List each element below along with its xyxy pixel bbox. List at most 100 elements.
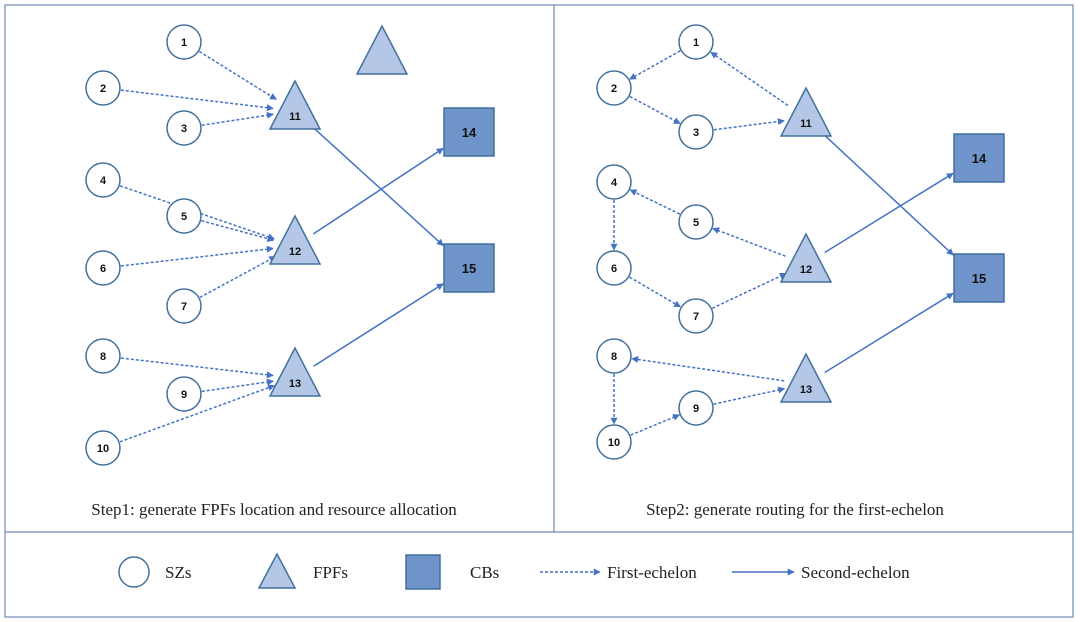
fpf-node-unused — [355, 24, 409, 75]
sz-node-4: 4 — [85, 162, 121, 198]
legend-cb-square-icon — [405, 554, 441, 590]
sz-node-10: 10 — [85, 430, 121, 466]
legend-fpf-label: FPFs — [313, 563, 348, 582]
legend-fpf-triangle-icon — [257, 552, 297, 589]
node-label: 12 — [800, 264, 812, 276]
sz-node-7: 7 — [678, 298, 714, 334]
sz-circle-icon — [596, 424, 632, 460]
sz-circle-icon — [678, 114, 714, 150]
legend-second-echelon-label: Second-echelon — [801, 563, 910, 582]
node-label: 13 — [800, 384, 812, 396]
first-echelon-edge-7-12 — [199, 255, 277, 299]
fpf-node-13: 13 — [268, 346, 322, 397]
sz-circle-icon — [85, 250, 121, 286]
node-label: 15 — [972, 271, 986, 286]
cb-node-14: 14 — [953, 133, 1005, 183]
node-label: 5 — [181, 211, 187, 223]
fpf-node-11: 11 — [779, 86, 833, 137]
sz-circle-icon — [678, 204, 714, 240]
fpf-node-12: 12 — [779, 232, 833, 283]
fpf-triangle-icon — [268, 214, 322, 265]
fpf-triangle-icon — [268, 79, 322, 130]
first-echelon-edge-8-13 — [120, 357, 274, 379]
node-label: 14 — [972, 151, 987, 166]
second-echelon-edge-11-15 — [310, 125, 444, 247]
node-label: 7 — [693, 311, 699, 323]
first-echelon-edge-10-13 — [119, 384, 275, 443]
node-label: 6 — [100, 263, 106, 275]
cb-node-15: 15 — [443, 243, 495, 293]
sz-circle-icon — [678, 24, 714, 60]
sz-circle-icon — [596, 250, 632, 286]
fpf-node-12: 12 — [268, 214, 322, 265]
legend-sz-label: SZs — [165, 563, 191, 582]
node-label: 11 — [800, 118, 812, 130]
sz-circle-icon — [596, 164, 632, 200]
sz-node-1: 1 — [166, 24, 202, 60]
cb-square-icon — [953, 253, 1005, 303]
first-echelon-edge-1-11 — [198, 50, 277, 101]
fpf-triangle-icon — [779, 86, 833, 137]
sz-node-9: 9 — [678, 390, 714, 426]
node-label: 3 — [181, 123, 187, 135]
fpf-triangle-icon — [779, 232, 833, 283]
outer-frame — [4, 4, 1074, 618]
sz-circle-icon — [85, 162, 121, 198]
sz-circle-icon — [596, 338, 632, 374]
sz-node-8: 8 — [596, 338, 632, 374]
node-label: 15 — [462, 261, 476, 276]
node-label: 3 — [693, 127, 699, 139]
second-echelon-edge-13-15 — [824, 292, 954, 374]
fpf-triangle-icon — [355, 24, 409, 75]
node-label: 9 — [693, 403, 699, 415]
cb-node-15: 15 — [953, 253, 1005, 303]
sz-circle-icon — [678, 298, 714, 334]
sz-circle-icon — [596, 70, 632, 106]
legend-cb-label: CBs — [470, 563, 499, 582]
sz-node-7: 7 — [166, 288, 202, 324]
second-echelon-edge-12-14 — [312, 147, 444, 235]
first-echelon-edge-13-8 — [631, 356, 785, 382]
first-echelon-edge-1-2 — [629, 50, 681, 80]
node-label: 9 — [181, 389, 187, 401]
legend-sz-circle-icon — [118, 556, 150, 588]
fpf-node-11: 11 — [268, 79, 322, 130]
sz-circle-icon — [166, 376, 202, 412]
sz-circle-icon — [85, 338, 121, 374]
node-label: 1 — [181, 37, 187, 49]
sz-circle-icon — [166, 288, 202, 324]
first-echelon-edge-11-1 — [710, 51, 789, 107]
first-echelon-edge-10-9 — [630, 414, 681, 436]
caption-step2: Step2: generate routing for the first-ec… — [646, 500, 944, 519]
node-label: 11 — [289, 111, 301, 123]
fpf-triangle-icon — [779, 352, 833, 403]
node-label: 4 — [100, 175, 107, 187]
second-echelon-edge-13-15 — [313, 283, 444, 367]
node-label: 13 — [289, 378, 301, 390]
fpf-triangle-icon — [268, 346, 322, 397]
node-label: 10 — [608, 437, 620, 449]
node-label: 12 — [289, 246, 301, 258]
sz-node-2: 2 — [85, 70, 121, 106]
second-echelon-edge-12-14 — [824, 172, 954, 254]
sz-node-5: 5 — [678, 204, 714, 240]
first-echelon-edge-12-5 — [712, 227, 786, 257]
cb-node-14: 14 — [443, 107, 495, 157]
cb-square-icon — [953, 133, 1005, 183]
node-label: 7 — [181, 301, 187, 313]
sz-circle-icon — [85, 430, 121, 466]
sz-circle-icon — [166, 110, 202, 146]
first-echelon-edge-5-12 — [201, 219, 275, 242]
node-label: 6 — [611, 263, 617, 275]
node-label: 4 — [611, 177, 618, 189]
sz-node-9: 9 — [166, 376, 202, 412]
sz-node-3: 3 — [678, 114, 714, 150]
sz-node-5: 5 — [166, 198, 202, 234]
first-echelon-edge-9-13 — [201, 378, 274, 393]
first-echelon-edge-9-13 — [713, 386, 786, 405]
second-echelon-edge-11-15 — [821, 132, 954, 256]
